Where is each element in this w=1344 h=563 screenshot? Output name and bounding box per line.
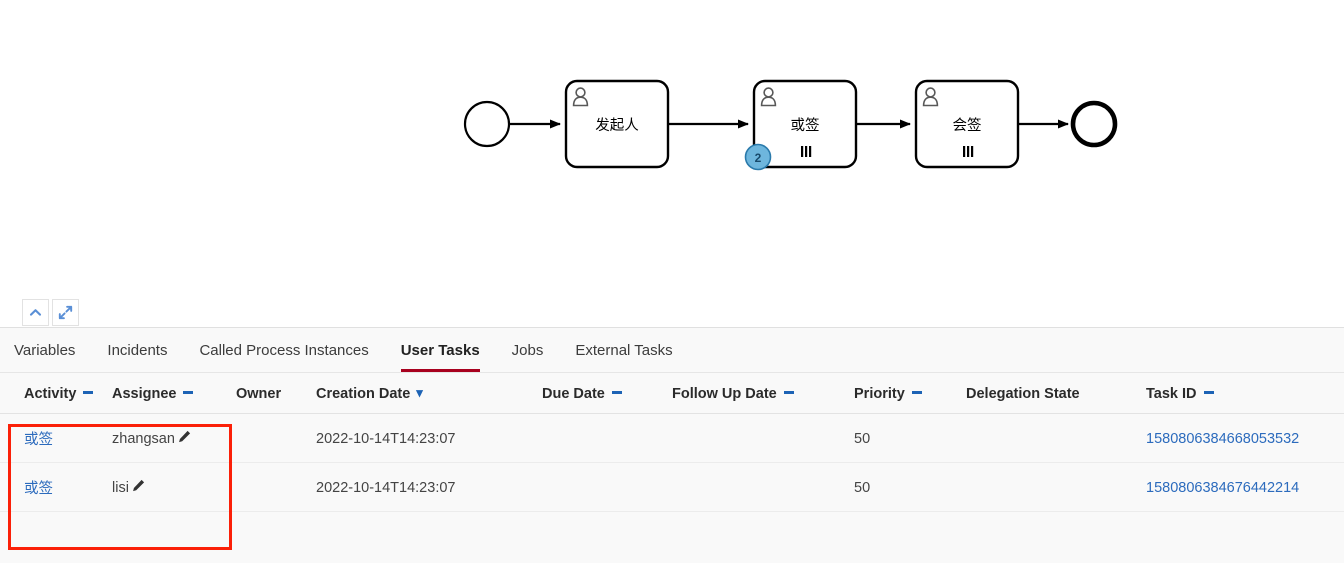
details-tab-bar: Variables Incidents Called Process Insta… [0, 328, 1344, 373]
details-panel: Variables Incidents Called Process Insta… [0, 327, 1344, 563]
fullscreen-button[interactable] [52, 299, 79, 326]
edit-assignee-icon[interactable] [178, 430, 191, 447]
column-header-follow-up-date[interactable]: Follow Up Date [672, 373, 854, 414]
column-label-priority: Priority [854, 385, 905, 402]
column-header-owner[interactable]: Owner [236, 373, 316, 414]
tab-variables[interactable]: Variables [14, 341, 76, 359]
edit-assignee-icon[interactable] [132, 479, 145, 496]
sort-descending-icon[interactable]: ▾ [416, 385, 423, 400]
column-header-due-date[interactable]: Due Date [542, 373, 672, 414]
cell-priority: 50 [854, 413, 966, 463]
column-header-task-id[interactable]: Task ID [1146, 373, 1344, 414]
column-label-owner: Owner [236, 385, 282, 402]
cell-delegation-state [966, 462, 1146, 512]
column-header-creation-date[interactable]: Creation Date ▾ [316, 373, 542, 414]
cell-task-id: 1580806384668053532 [1146, 413, 1344, 463]
cell-creation-date: 2022-10-14T14:23:07 [316, 462, 542, 512]
task-id-link[interactable]: 1580806384668053532 [1146, 430, 1300, 447]
cell-owner [236, 413, 316, 463]
task-id-link[interactable]: 1580806384676442214 [1146, 479, 1300, 496]
cell-assignee: lisi [112, 462, 236, 512]
column-label-task-id: Task ID [1146, 385, 1197, 402]
collapse-panel-button[interactable] [22, 299, 49, 326]
tab-user-tasks[interactable]: User Tasks [400, 342, 480, 372]
sort-unsorted-icon[interactable] [1203, 390, 1214, 394]
user-tasks-table-wrapper: Activity Assignee Owner Creation Date ▾ D… [0, 373, 1344, 550]
column-label-assignee: Assignee [112, 385, 177, 402]
tab-jobs[interactable]: Jobs [511, 341, 544, 359]
sort-unsorted-icon[interactable] [83, 390, 94, 394]
column-label-due-date: Due Date [542, 385, 605, 402]
column-label-delegation-state: Delegation State [966, 385, 1080, 402]
tab-called-process-instances[interactable]: Called Process Instances [199, 341, 369, 359]
assignee-value: zhangsan [112, 430, 175, 447]
cell-assignee: zhangsan [112, 413, 236, 463]
activity-link[interactable]: 或签 [24, 432, 53, 448]
expand-diagonal-icon [58, 305, 73, 320]
cell-activity: 或签 [0, 413, 112, 463]
diagram-view-controls [22, 299, 79, 327]
table-header-row: Activity Assignee Owner Creation Date ▾ D… [0, 373, 1344, 414]
activity-link[interactable]: 或签 [24, 481, 53, 497]
sort-unsorted-icon[interactable] [183, 390, 194, 394]
column-label-creation-date: Creation Date [316, 386, 411, 402]
bpmn-svg: 发起人 或签 会签 2 [463, 79, 1118, 171]
cell-owner [236, 462, 316, 512]
chevron-up-icon [29, 309, 42, 316]
instance-count-badge[interactable]: 2 [744, 143, 772, 171]
cell-task-id: 1580806384676442214 [1146, 462, 1344, 512]
column-header-assignee[interactable]: Assignee [112, 373, 236, 414]
end-event[interactable] [1070, 100, 1118, 148]
multi-instance-marker-会签 [963, 146, 974, 157]
column-label-activity: Activity [24, 385, 77, 402]
multi-instance-marker-或签 [801, 146, 812, 157]
tab-incidents[interactable]: Incidents [107, 341, 168, 359]
instance-count-badge-label: 2 [755, 151, 762, 165]
user-tasks-table: Activity Assignee Owner Creation Date ▾ D… [0, 373, 1344, 512]
table-row[interactable]: 或签 zhangsan 2022-10-14T [0, 413, 1344, 463]
column-header-priority[interactable]: Priority [854, 373, 966, 414]
task-label-1: 发起人 [595, 117, 639, 134]
task-label-2: 或签 [791, 117, 820, 134]
column-header-delegation-state[interactable]: Delegation State [966, 373, 1146, 414]
cell-activity: 或签 [0, 462, 112, 512]
sort-unsorted-icon[interactable] [611, 390, 622, 394]
cell-due-date [542, 462, 672, 512]
task-label-3: 会签 [953, 117, 982, 134]
user-task-icon [760, 87, 777, 107]
cell-follow-up-date [672, 413, 854, 463]
table-row[interactable]: 或签 lisi 2022-10-14T14:2 [0, 462, 1344, 512]
user-task-icon [572, 87, 589, 107]
user-task-icon [922, 87, 939, 107]
cell-follow-up-date [672, 462, 854, 512]
cell-priority: 50 [854, 462, 966, 512]
assignee-value: lisi [112, 479, 129, 496]
cell-delegation-state [966, 413, 1146, 463]
bpmn-diagram-canvas[interactable]: 发起人 或签 会签 2 [0, 0, 1344, 296]
column-header-activity[interactable]: Activity [0, 373, 112, 414]
cell-due-date [542, 413, 672, 463]
column-label-follow-up-date: Follow Up Date [672, 385, 777, 402]
sort-unsorted-icon[interactable] [783, 390, 794, 394]
start-event[interactable] [463, 100, 511, 148]
sort-unsorted-icon[interactable] [911, 390, 922, 394]
cell-creation-date: 2022-10-14T14:23:07 [316, 413, 542, 463]
tab-external-tasks[interactable]: External Tasks [575, 341, 673, 359]
